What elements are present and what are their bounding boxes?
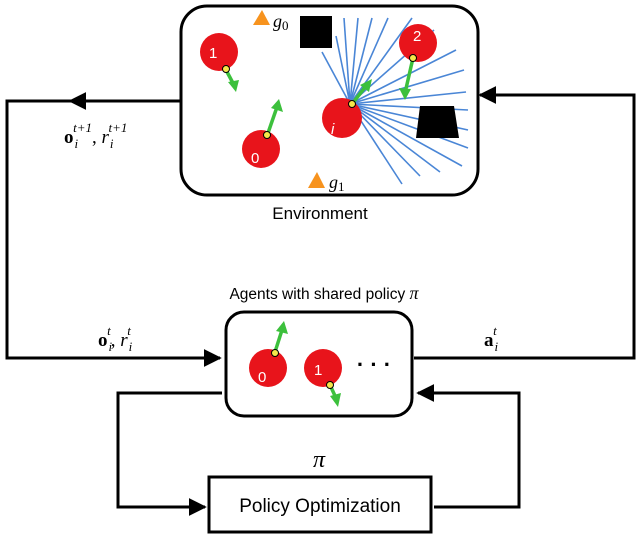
action-loop [414,86,636,360]
goal-0-label: g0 [273,11,289,33]
policy-optimization-box [207,475,433,534]
left-feedback-loop [5,99,222,367]
svg-text:i: i [331,121,335,138]
laser-ray [349,17,373,105]
center-dot [263,131,271,139]
laser-ray [349,49,457,105]
laser-ray [349,17,413,105]
laser-ray [349,103,441,173]
svg-text:1: 1 [314,362,322,379]
svg-text:0: 0 [258,369,266,386]
agents-to-policy-line [116,391,222,516]
laser-ray [349,103,469,149]
policy-to-agents-line [416,384,521,509]
laser-ray [335,35,351,105]
center-dot [409,54,417,62]
obs-next-label: oit+1, rit+1 [64,120,127,151]
laser-ray [349,103,463,167]
shared-agent-1: 1 [304,349,342,407]
agent-1-heading-tip [228,80,239,92]
env-agent-i: i [322,79,372,138]
svg-text:1: 1 [209,45,217,62]
laser-ray [349,17,359,105]
laser-ray [343,17,351,105]
center-dot [271,349,279,357]
goal-1-label: g1 [329,172,345,194]
goal-1-marker [308,172,325,188]
center-dot [326,381,334,389]
more-agents-ellipsis: · · · [357,352,391,377]
laser-ray [349,17,389,105]
env-agent-1: 1 [200,33,238,86]
policy-symbol: π [313,447,326,473]
laser-ray [321,51,351,105]
goal-0-marker [253,10,270,25]
policy-optimization-label: Policy Optimization [239,496,401,517]
agents-box-title: Agents with shared policy π [229,283,419,303]
obs-now-label: oit, rit [98,323,133,354]
trapezoid-obstacle [416,106,459,138]
laser-ray [349,91,467,105]
env-agent-0: 0 [242,99,283,168]
square-obstacle [300,16,332,48]
env-agent-2: 2 [399,24,437,100]
shared-agent-0: 0 [249,321,288,387]
center-dot [222,65,230,73]
environment-label: Environment [272,204,368,223]
svg-text:0: 0 [251,150,259,167]
svg-text:2: 2 [413,28,421,45]
center-dot [348,100,356,108]
action-label: ait [484,323,499,354]
